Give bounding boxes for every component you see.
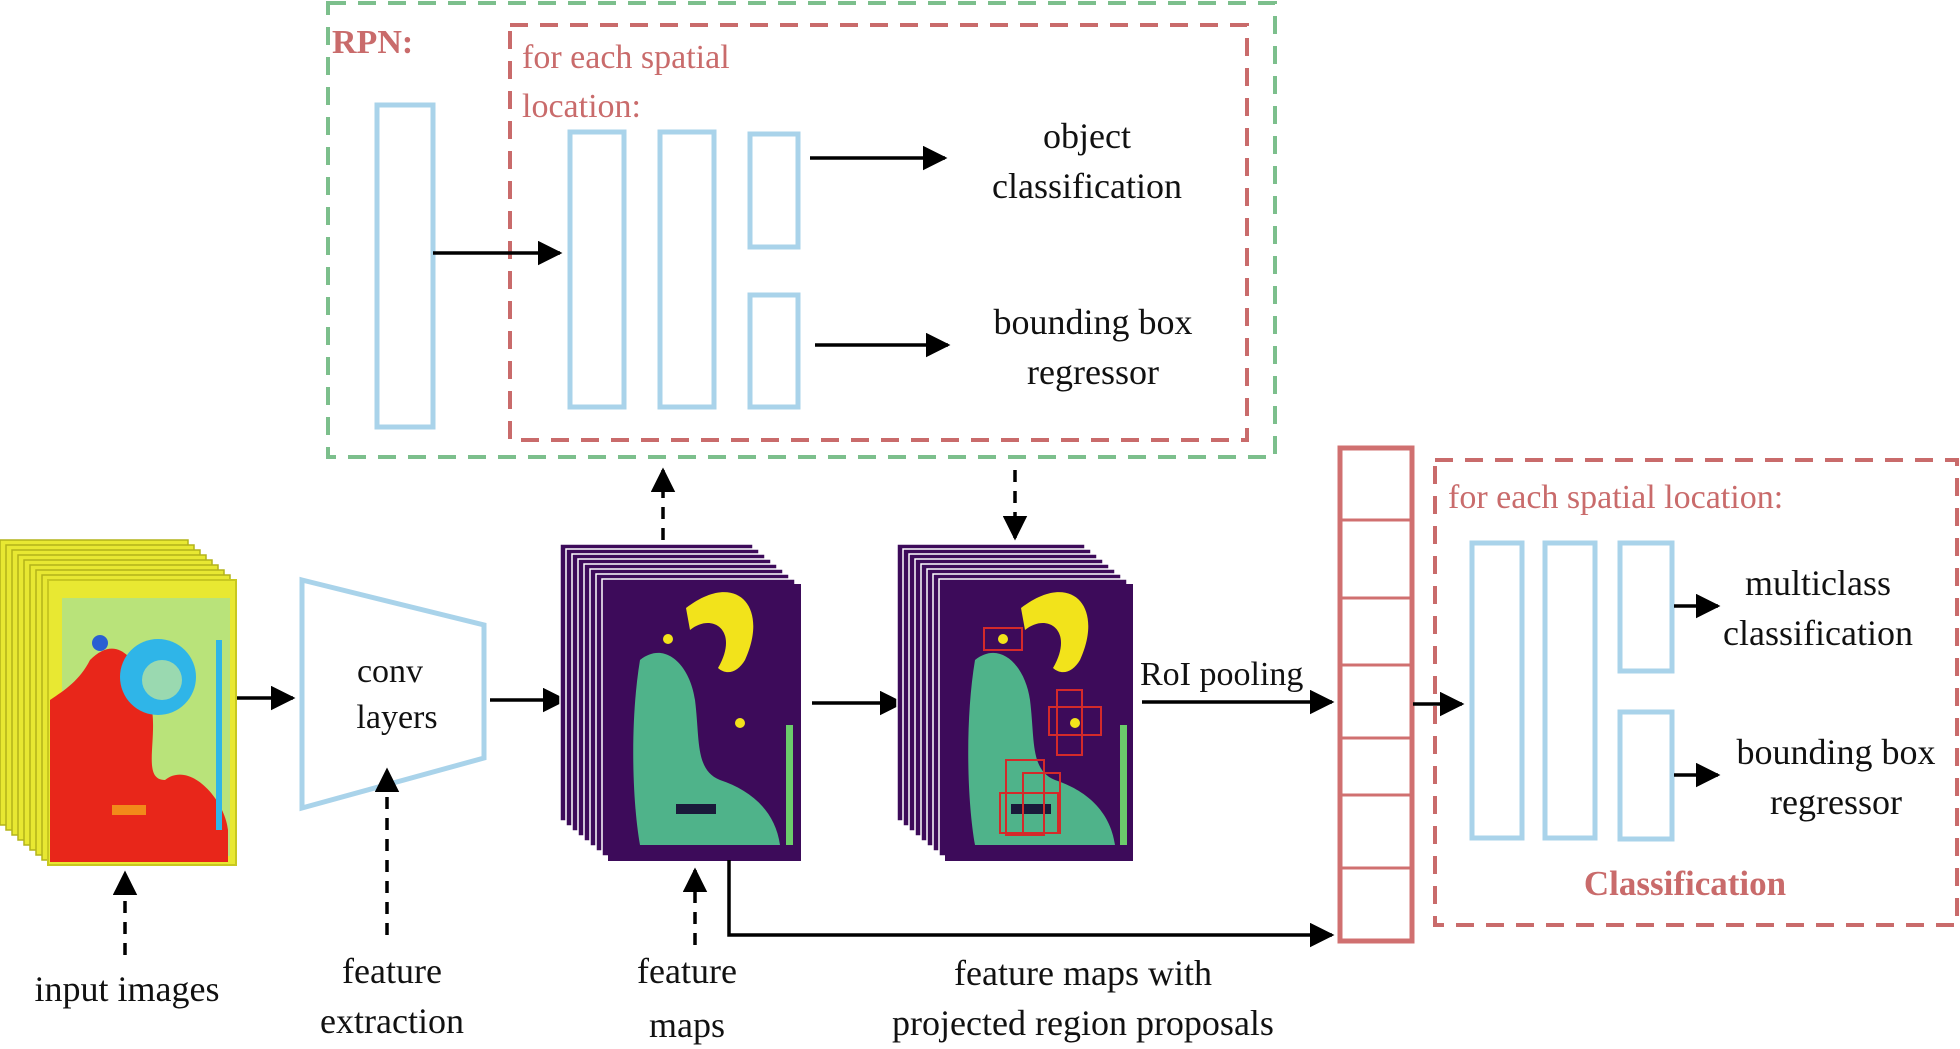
feature-maps-line2: maps — [649, 1005, 725, 1045]
region-proposal-boxes — [983, 627, 1102, 836]
rpn-title: RPN: — [332, 24, 413, 61]
input-images-label: input images — [35, 969, 220, 1009]
rpn-spatial-label-line1: for each spatial — [522, 39, 730, 76]
rpn-conv-layer-1 — [567, 129, 627, 410]
cls-bbox-layer — [1617, 709, 1675, 842]
proposal-map-front — [945, 584, 1133, 861]
cls-multiclass-layer — [1617, 540, 1675, 674]
feature-maps-stack-icon — [559, 543, 801, 861]
roi-pooled-vector — [1337, 445, 1415, 944]
rpn-input-layer — [374, 102, 436, 430]
rpn-cls-layer — [747, 131, 801, 250]
cls-multiclass-line1: multiclass — [1745, 563, 1891, 603]
cls-bbox-line1: bounding box — [1736, 732, 1935, 772]
projected-proposals-line1: feature maps with — [954, 953, 1212, 993]
proposals-stack-icon — [896, 543, 1133, 861]
rpn-object-line1: object — [1043, 116, 1131, 156]
projected-proposals-line2: projected region proposals — [892, 1003, 1274, 1043]
roi-pooling-label: RoI pooling — [1140, 656, 1303, 693]
feature-extraction-line2: extraction — [320, 1001, 464, 1041]
feature-maps-line1: feature — [637, 951, 737, 991]
rpn-bbox-line2: regressor — [1027, 352, 1159, 392]
rpn-object-line2: classification — [992, 166, 1182, 206]
conv-label-line1: conv — [357, 653, 423, 690]
feature-to-roi-shortcut-arrow — [727, 860, 1335, 948]
conv-layers-block — [299, 576, 487, 812]
rpn-spatial-region — [508, 23, 1249, 442]
input-images-stack-icon — [0, 539, 237, 866]
cls-fc-layer-1 — [1469, 540, 1525, 841]
cls-fc-layer-2 — [1542, 540, 1598, 841]
rpn-reg-layer — [747, 292, 801, 410]
cls-bbox-line2: regressor — [1770, 782, 1902, 822]
input-image-front — [47, 579, 237, 866]
feature-extraction-line1: feature — [342, 951, 442, 991]
feature-map-front — [608, 584, 801, 861]
rpn-bbox-line1: bounding box — [993, 302, 1192, 342]
cls-multiclass-line2: classification — [1723, 613, 1913, 653]
rpn-region — [326, 1, 1277, 459]
classification-spatial-label: for each spatial location: — [1448, 479, 1783, 516]
conv-label-line2: layers — [356, 699, 437, 736]
rpn-conv-layer-2 — [657, 129, 717, 410]
classification-region — [1433, 458, 1959, 927]
roi-pooled-cells — [1340, 518, 1412, 870]
classification-title: Classification — [1584, 864, 1786, 903]
rpn-spatial-label-line2: location: — [522, 88, 641, 125]
